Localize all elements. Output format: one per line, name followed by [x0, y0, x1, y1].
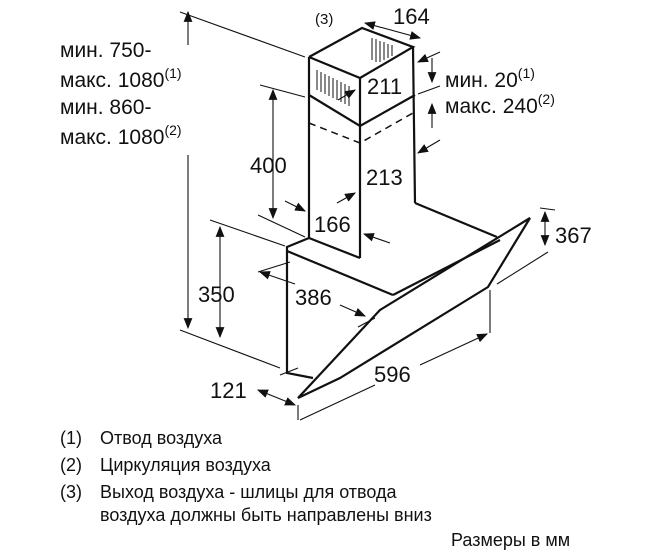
dim-211: 211 — [367, 74, 403, 99]
gap-min: мин. 20(1) — [445, 65, 535, 92]
dim-350: 350 — [198, 282, 235, 307]
dimension-lines — [179, 10, 556, 421]
dim-121: 121 — [210, 378, 247, 403]
legend-item: воздуха должны быть направлены вниз — [100, 505, 432, 525]
legend-item: (2)Циркуляция воздуха — [60, 455, 271, 475]
gap-max: макс. 240(2) — [445, 91, 555, 118]
legend-item: (3)Выход воздуха - шлицы для отвода — [60, 482, 397, 502]
air-outlet-note: (3) — [315, 11, 334, 28]
vent-slots-icon — [316, 38, 393, 106]
hood-outline — [285, 26, 531, 399]
height-range-1-max: макс. 1080(1) — [60, 65, 182, 92]
dim-367: 367 — [555, 223, 592, 248]
dim-596: 596 — [374, 362, 411, 387]
height-range-1: мин. 750- — [60, 39, 152, 62]
dim-400: 400 — [250, 153, 287, 178]
units-note: Размеры в мм — [451, 530, 571, 550]
min-height-dashed-line — [308, 112, 414, 144]
height-range-2-max: макс. 1080(2) — [60, 122, 182, 149]
dim-386: 386 — [295, 285, 332, 310]
legend-item: (1)Отвод воздуха — [60, 428, 223, 448]
height-range-2: мин. 860- — [60, 96, 152, 119]
dim-164: 164 — [393, 4, 430, 29]
dim-213: 213 — [366, 165, 403, 190]
dim-166: 166 — [314, 212, 351, 237]
